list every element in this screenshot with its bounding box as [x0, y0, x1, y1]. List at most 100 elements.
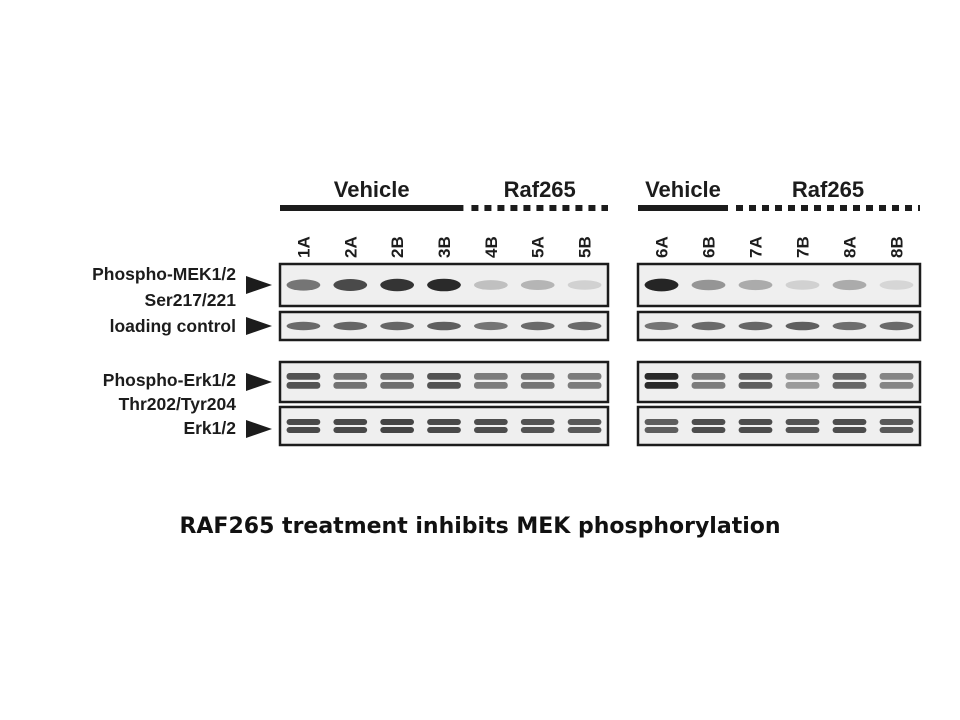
band-erk-2a-lower: [333, 427, 368, 433]
band-phospho_erk-8b-lower: [879, 382, 914, 389]
band-phospho_erk-7b-lower: [785, 382, 820, 389]
band-phospho_erk-1a-upper: [286, 373, 321, 380]
arrow-phospho-erk-icon: [246, 373, 272, 391]
band-loading_control-7a: [738, 321, 773, 331]
band-erk-5a-upper: [520, 419, 555, 425]
band-phospho_erk-8b-upper: [879, 373, 914, 380]
band-phospho_erk-1a-lower: [286, 382, 321, 389]
arrow-loading-control-icon: [246, 317, 272, 335]
band-loading_control-8b: [879, 321, 914, 331]
band-phospho_erk-6a-upper: [644, 373, 679, 380]
band-erk-8a-lower: [832, 427, 867, 433]
blot-strip-phospho_erk-2: [636, 360, 922, 404]
band-phospho_mek-1a: [286, 279, 321, 291]
band-erk-7a-upper: [738, 419, 773, 425]
band-loading_control-2a: [333, 321, 368, 331]
band-erk-3b-lower: [427, 427, 461, 433]
lane-label-7a: 7A: [747, 236, 766, 258]
band-phospho_erk-2b-upper: [380, 373, 415, 380]
band-erk-8b-lower: [879, 427, 914, 433]
row-label-phospho-erk: Phospho-Erk1/2: [103, 370, 236, 390]
band-erk-3b-upper: [427, 419, 461, 425]
row-label-phospho-mek: Phospho-MEK1/2: [92, 264, 236, 284]
band-phospho_erk-3b-upper: [427, 373, 461, 380]
band-loading_control-6b: [691, 321, 726, 331]
band-erk-7b-upper: [785, 419, 820, 425]
band-phospho_erk-6a-lower: [644, 382, 679, 389]
band-erk-7a-lower: [738, 427, 773, 433]
lane-label-5b: 5B: [576, 236, 595, 258]
band-loading_control-5b: [567, 321, 602, 331]
row-label-loading-control: loading control: [110, 316, 236, 336]
lane-label-8a: 8A: [841, 236, 860, 258]
band-erk-4b-lower: [473, 427, 508, 433]
band-loading_control-1a: [286, 321, 321, 331]
band-phospho_mek-8a: [832, 279, 867, 291]
group-label-raf265-1: Raf265: [504, 177, 576, 202]
band-loading_control-8a: [832, 321, 867, 331]
band-erk-8b-upper: [879, 419, 914, 425]
figure-caption: RAF265 treatment inhibits MEK phosphoryl…: [179, 514, 781, 539]
band-erk-1a-lower: [286, 427, 321, 433]
band-phospho_mek-2b: [380, 278, 415, 292]
band-phospho_mek-3b: [427, 278, 461, 292]
band-phospho_erk-5a-lower: [520, 382, 555, 389]
lane-label-2b: 2B: [388, 236, 407, 258]
band-erk-2b-upper: [380, 419, 415, 425]
band-phospho_mek-6a: [644, 278, 679, 292]
arrow-erk-icon: [246, 420, 272, 438]
band-phospho_mek-6b: [691, 279, 726, 291]
blot-strip-loading_control-2: [636, 310, 922, 342]
band-erk-7b-lower: [785, 427, 820, 433]
band-phospho_erk-2a-lower: [333, 382, 368, 389]
lane-label-1a: 1A: [294, 236, 313, 258]
group-label-vehicle-2: Vehicle: [645, 177, 721, 202]
band-phospho_mek-5b: [567, 280, 602, 290]
band-phospho_erk-4b-upper: [473, 373, 508, 380]
row-label-phospho-erk-site: Thr202/Tyr204: [119, 394, 237, 414]
blot-strip-erk-2: [636, 405, 922, 447]
band-erk-2b-lower: [380, 427, 415, 433]
band-erk-4b-upper: [473, 419, 508, 425]
lane-label-6a: 6A: [653, 236, 672, 258]
band-erk-6b-upper: [691, 419, 726, 425]
lane-label-3b: 3B: [435, 236, 454, 258]
lane-label-5a: 5A: [529, 236, 548, 258]
band-phospho_erk-6b-upper: [691, 373, 726, 380]
band-phospho_mek-2a: [333, 279, 368, 291]
lane-label-4b: 4B: [482, 236, 501, 258]
band-phospho_erk-6b-lower: [691, 382, 726, 389]
band-phospho_mek-8b: [879, 280, 914, 290]
band-erk-2a-upper: [333, 419, 368, 425]
band-erk-6b-lower: [691, 427, 726, 433]
band-phospho_mek-4b: [473, 280, 508, 290]
row-label-phospho-mek-site: Ser217/221: [145, 290, 237, 310]
band-phospho_mek-5a: [520, 280, 555, 290]
band-phospho_erk-5b-upper: [567, 373, 602, 380]
band-erk-5a-lower: [520, 427, 555, 433]
band-phospho_erk-8a-lower: [832, 382, 867, 389]
band-phospho_erk-5a-upper: [520, 373, 555, 380]
band-erk-1a-upper: [286, 419, 321, 425]
band-loading_control-6a: [644, 321, 679, 331]
band-phospho_mek-7b: [785, 280, 820, 290]
band-loading_control-5a: [520, 321, 555, 331]
band-phospho_erk-2a-upper: [333, 373, 368, 380]
blot-strip-phospho_mek-2: [636, 262, 922, 308]
band-erk-5b-upper: [567, 419, 602, 425]
band-loading_control-2b: [380, 321, 415, 331]
band-phospho_erk-3b-lower: [427, 382, 461, 389]
band-phospho_erk-7b-upper: [785, 373, 820, 380]
band-erk-6a-lower: [644, 427, 679, 433]
band-loading_control-3b: [427, 321, 461, 331]
band-erk-5b-lower: [567, 427, 602, 433]
lane-label-6b: 6B: [700, 236, 719, 258]
lane-label-7b: 7B: [794, 236, 813, 258]
lane-label-8b: 8B: [888, 236, 907, 258]
blot-strip-erk-1: [278, 405, 610, 447]
band-phospho_erk-5b-lower: [567, 382, 602, 389]
group-label-raf265-2: Raf265: [792, 177, 864, 202]
band-erk-6a-upper: [644, 419, 679, 425]
